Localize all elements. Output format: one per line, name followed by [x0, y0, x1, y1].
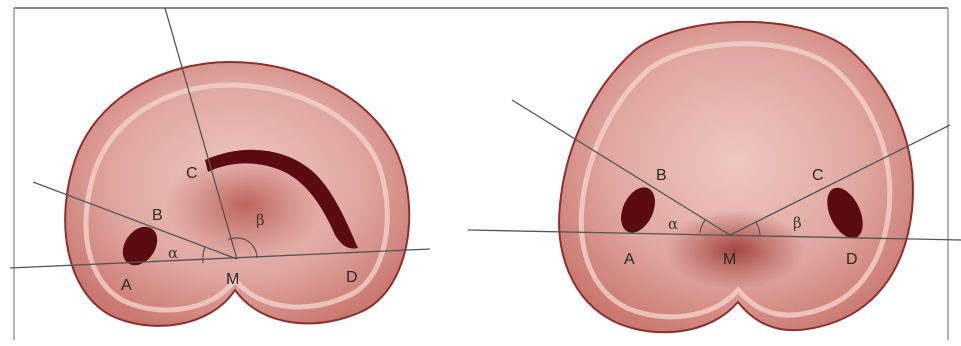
- left-label-a: A: [121, 277, 132, 294]
- right-label-c: C: [812, 167, 824, 184]
- right-label-a: A: [624, 251, 635, 268]
- left-label-b: B: [152, 207, 163, 224]
- left-label-d: D: [346, 269, 358, 286]
- left-label-c: C: [186, 165, 198, 182]
- right-label-d: D: [846, 251, 858, 268]
- right-label-alpha: α: [668, 215, 678, 233]
- right-label-m: M: [723, 251, 736, 268]
- left-label-m: M: [226, 271, 239, 288]
- left-label-alpha: α: [168, 244, 178, 262]
- right-center-shading: [665, 210, 805, 290]
- right-panel: A B C D M α β: [468, 22, 961, 332]
- right-label-b: B: [656, 167, 667, 184]
- left-panel: A B C D M α β: [10, 8, 430, 326]
- left-label-beta: β: [256, 211, 265, 229]
- right-label-beta: β: [793, 214, 802, 232]
